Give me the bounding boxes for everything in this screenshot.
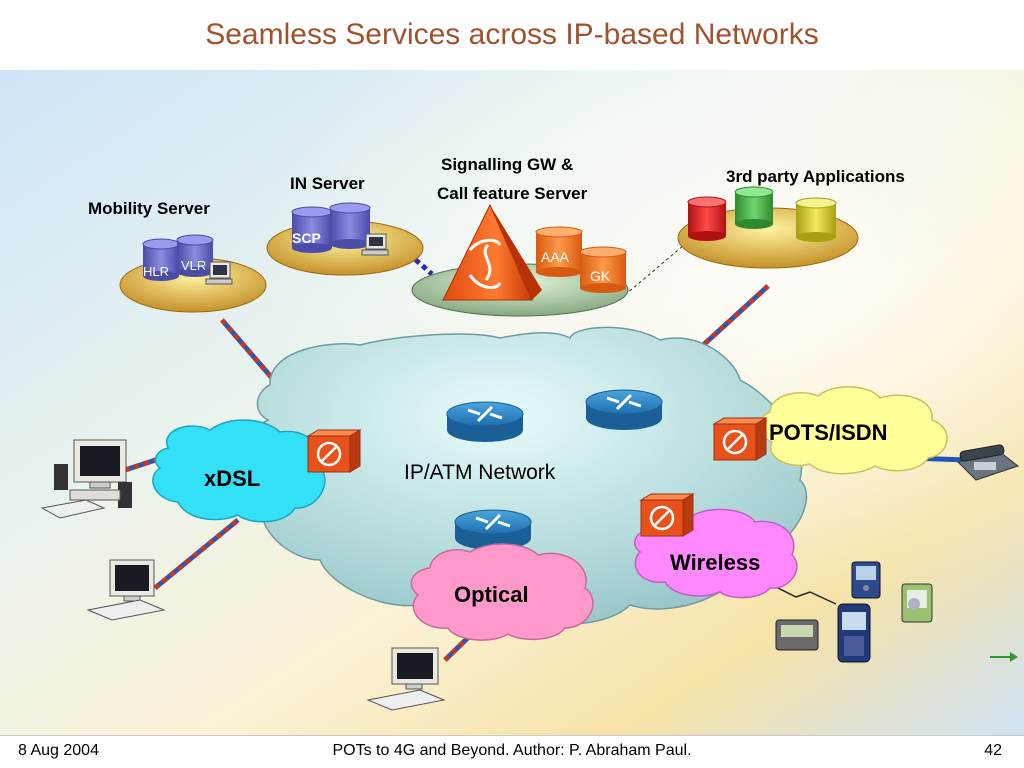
app-database-yellow-icon — [795, 197, 837, 242]
optical-cloud — [410, 543, 594, 641]
pager-icon — [775, 619, 819, 651]
footer-divider — [0, 735, 1024, 736]
hlr-database-icon — [142, 238, 180, 281]
mobile-phone-icon — [851, 561, 881, 599]
optical-label: Optical — [454, 582, 529, 607]
mobile-phone-icon — [837, 603, 871, 663]
network-diagram: Mobility Server HLR VLR IN Server SCP Si… — [0, 70, 1024, 735]
scp-label: SCP — [292, 230, 321, 246]
page-number: 42 — [984, 742, 1002, 759]
media-gateway-icon — [639, 493, 695, 537]
aaa-database-icon — [535, 226, 583, 277]
pots-isdn-label: POTS/ISDN — [769, 420, 888, 445]
vlr-database-icon — [176, 234, 214, 277]
signalling-gateway-icon — [442, 203, 542, 301]
xdsl-cloud — [152, 419, 326, 523]
desktop-computer-icon — [40, 439, 132, 519]
gk-database-icon — [579, 246, 627, 293]
in-terminal-icon — [361, 233, 389, 256]
handheld-pda-icon — [901, 583, 933, 623]
in-server-label: IN Server — [290, 174, 365, 193]
mobility-terminal-icon — [205, 261, 233, 285]
router-icon — [446, 401, 524, 442]
mobility-server-label: Mobility Server — [88, 199, 210, 218]
footer-date: 8 Aug 2004 — [18, 742, 99, 759]
router-icon — [585, 389, 663, 430]
telephone-icon — [957, 444, 1020, 481]
aaa-label: AAA — [541, 249, 570, 265]
wireless-label: Wireless — [670, 550, 760, 575]
slide-title: Seamless Services across IP-based Networ… — [205, 18, 819, 51]
vlr-label: VLR — [181, 258, 206, 273]
next-arrow-icon — [990, 652, 1018, 662]
signalling-label-line2: Call feature Server — [437, 184, 588, 203]
footer-title: POTs to 4G and Beyond. Author: P. Abraha… — [332, 742, 692, 759]
ip-atm-network-label: IP/ATM Network — [404, 461, 556, 484]
app-database-green-icon — [734, 186, 774, 229]
xdsl-label: xDSL — [204, 466, 260, 491]
gk-label: GK — [590, 268, 611, 284]
media-gateway-icon — [306, 429, 362, 473]
desktop-computer-icon — [86, 559, 166, 621]
app-database-red-icon — [687, 196, 727, 241]
desktop-computer-icon — [366, 647, 446, 711]
media-gateway-icon — [712, 417, 768, 461]
third-party-label: 3rd party Applications — [726, 167, 905, 186]
pots-isdn-cloud — [758, 386, 948, 475]
scp-database-icon — [291, 202, 371, 253]
hlr-label: HLR — [143, 264, 169, 279]
signalling-label-line1: Signalling GW & — [441, 155, 573, 174]
